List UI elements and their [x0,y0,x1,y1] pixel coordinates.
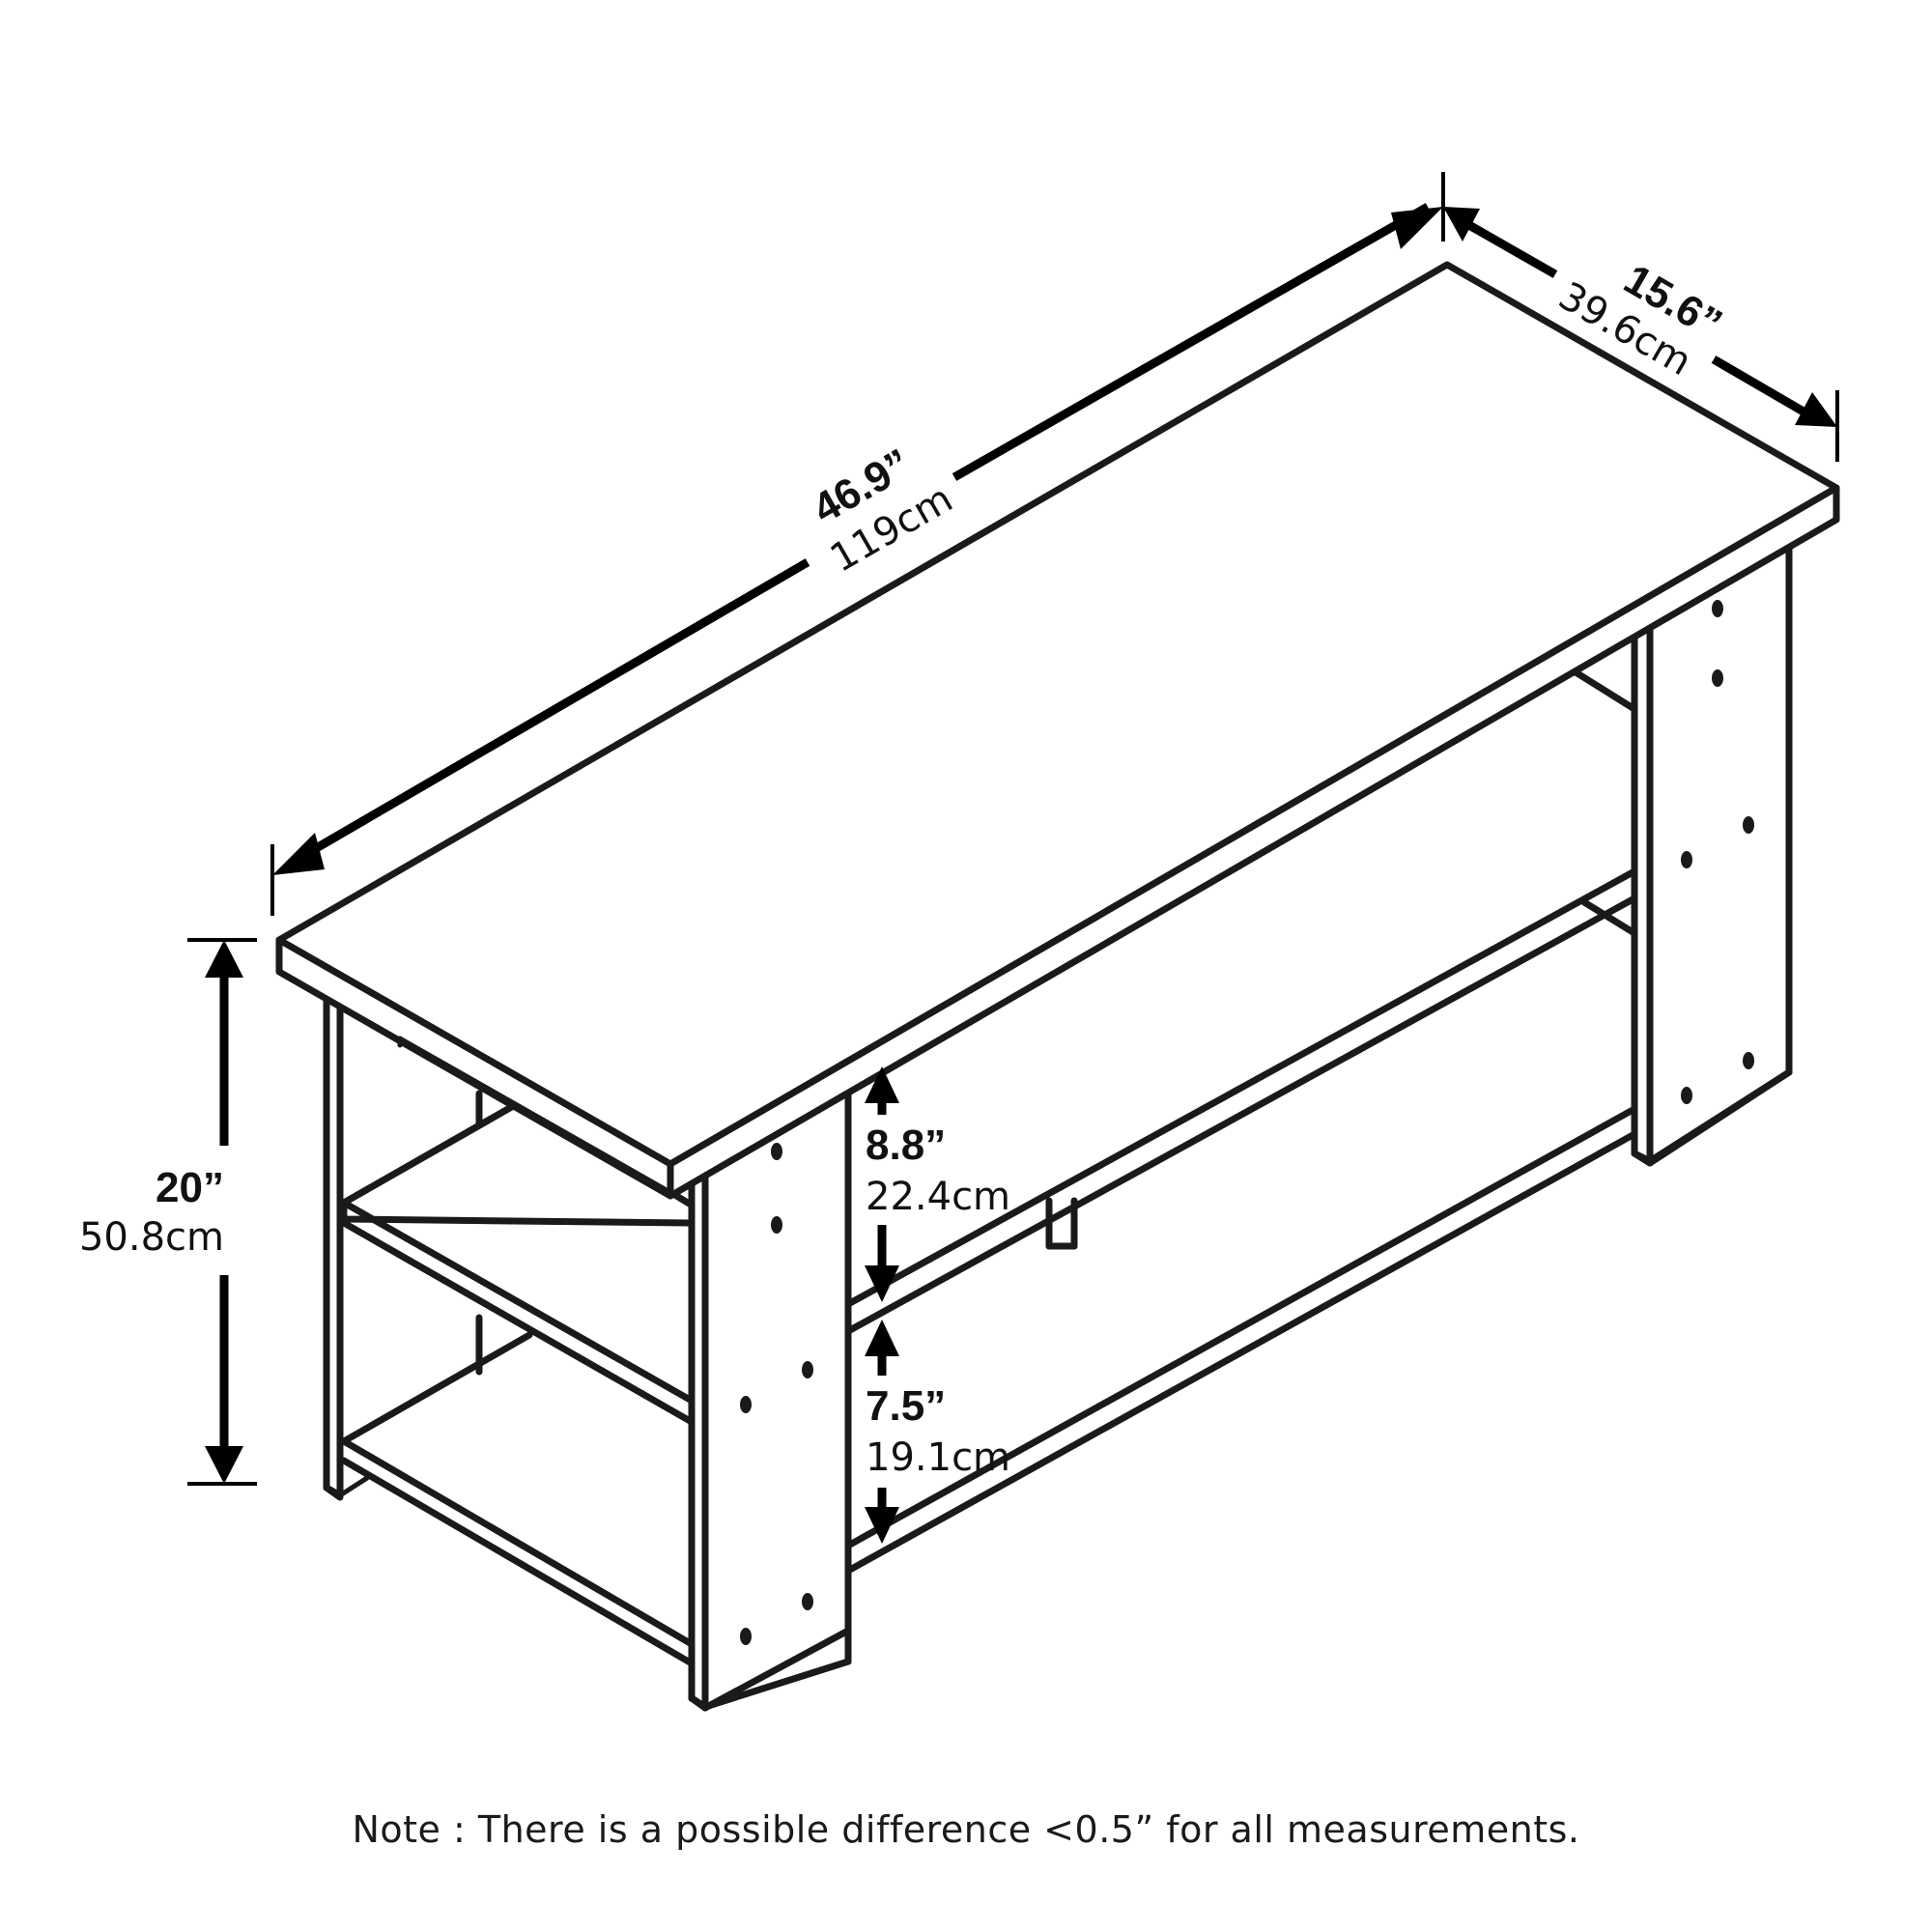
dowel-hole [740,1628,752,1645]
dowel-hole [1743,816,1754,834]
left-end-shelves [340,1097,699,1667]
main-shelves [844,867,1638,1575]
dowel-hole [1712,600,1723,617]
upper-shelf-metric-label: 22.4cm [866,1175,1010,1219]
dowel-hole [802,1593,813,1610]
right-panel [1631,543,1793,1167]
upper-shelf-imperial-label: 8.8” [866,1122,946,1169]
dowel-hole [1681,1087,1692,1104]
height-imperial-label: 20” [156,1164,224,1211]
dowel-hole [1681,851,1692,868]
lower-shelf-dimension: 7.5” 19.1cm [865,1320,1010,1544]
upper-shelf-dimension: 8.8” 22.4cm [865,1066,1010,1302]
lower-shelf-metric-label: 19.1cm [866,1435,1010,1480]
table-top [275,261,1840,1200]
height-metric-label: 50.8cm [79,1215,224,1260]
front-left-panel [688,1082,852,1712]
height-dimension: 20” 50.8cm [79,938,257,1486]
dowel-hole [771,1216,782,1234]
dowel-hole [740,1396,752,1413]
dowel-hole [802,1361,813,1378]
dowel-hole [1712,669,1723,687]
dowel-hole [1743,1052,1754,1069]
left-end-post [323,991,370,1501]
width-dimension: 46.9” 119cm [270,172,1445,916]
measurement-note: Note : There is a possible difference <0… [352,1808,1580,1851]
lower-shelf-imperial-label: 7.5” [866,1382,946,1430]
dowel-hole [771,1143,782,1160]
